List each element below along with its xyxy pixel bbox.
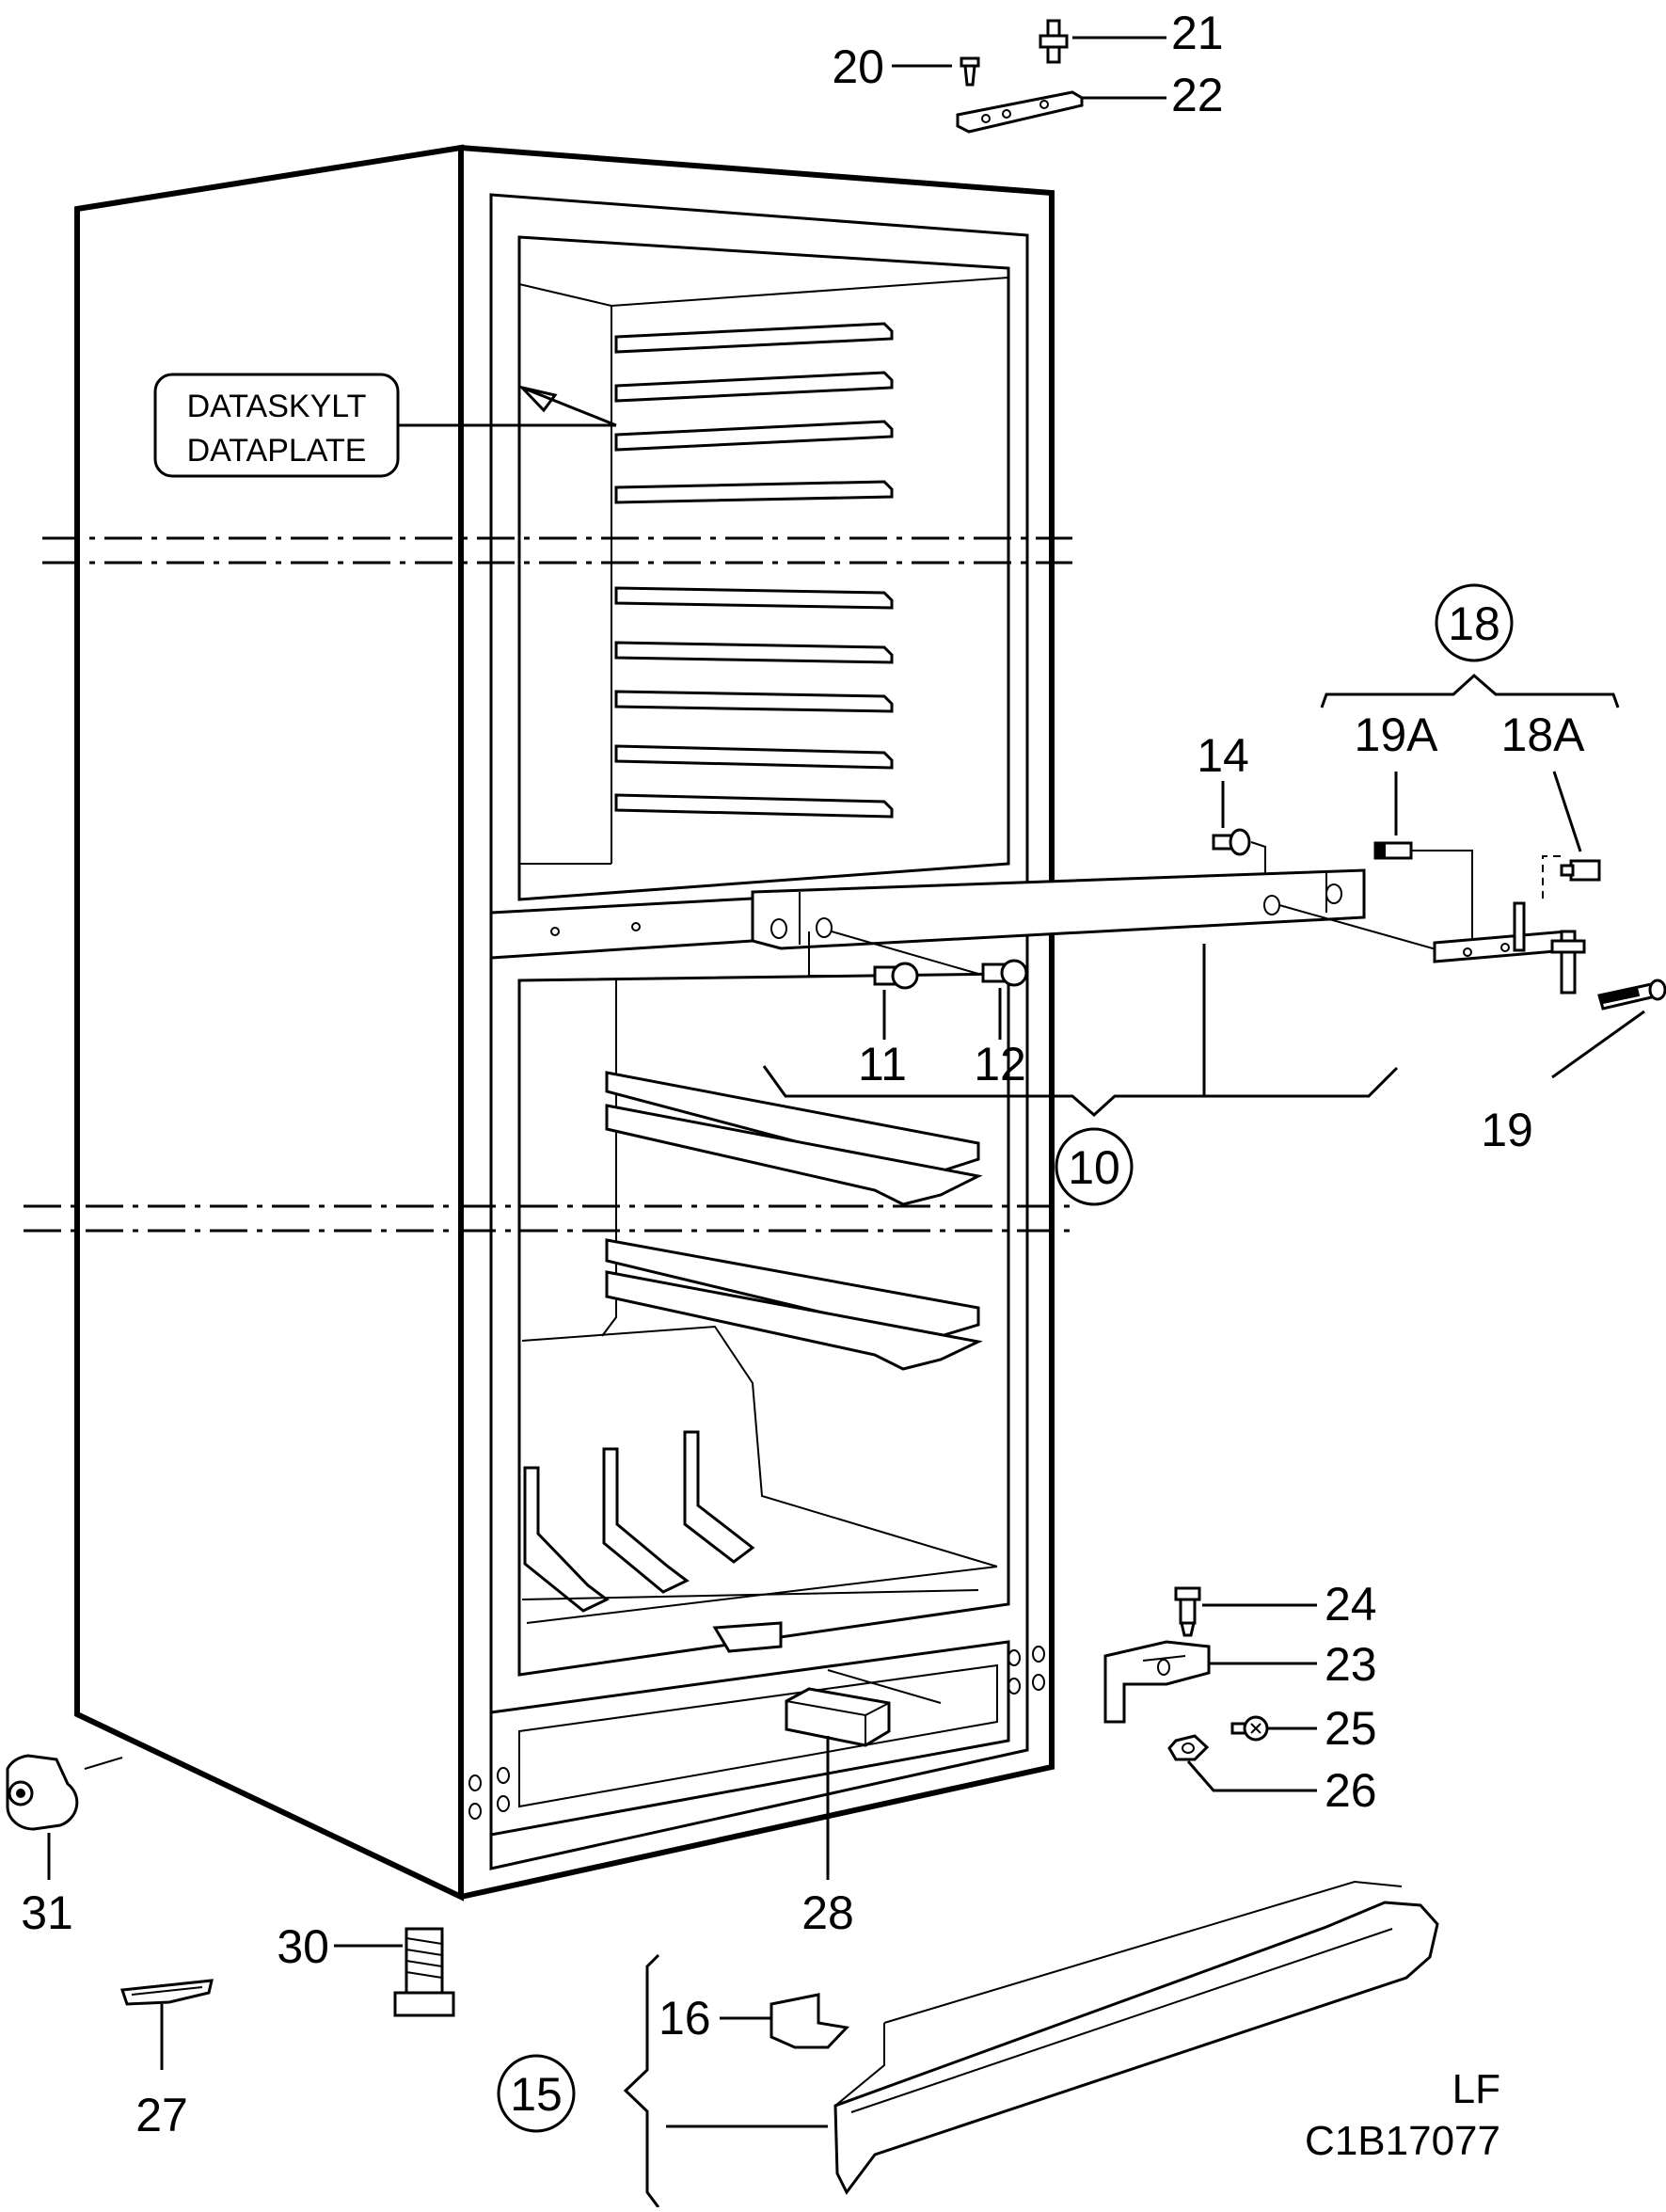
bracket-15 [623,1953,660,2208]
part-number-22: 22 [1171,69,1224,121]
freezer-opening [517,235,1010,901]
part-number-24: 24 [1325,1578,1377,1631]
hinge-bracket-22-icon [956,90,1084,134]
door-shelf-15-icon [833,1901,1439,2195]
foot-31: 31 [6,1754,123,1939]
part-number-12: 12 [974,1038,1026,1090]
hinge-bracket-18-icon [1433,930,1568,963]
divider-strip [489,897,754,960]
part-number-26: 26 [1325,1764,1377,1817]
part-number-15: 15 [510,2068,563,2121]
break-lines [24,536,1072,1233]
pin-24-icon [1179,1598,1197,1625]
block-28-icon [785,1687,891,1747]
cable-tie-27-icon [119,1979,214,2006]
part-number-23: 23 [1325,1638,1377,1691]
part-number-19: 19 [1481,1104,1533,1156]
circle-10 [1055,1127,1134,1206]
part-number-27: 27 [135,2089,188,2141]
part-number-25: 25 [1325,1702,1377,1755]
cabinet-front-inner-frame [489,193,1029,1870]
freezer-shelf-ribs [614,322,894,819]
nut-26-icon [1167,1734,1210,1761]
part-number-11: 11 [858,1038,907,1090]
part-number-10: 10 [1068,1141,1120,1194]
data-plate-arrow-icon [517,385,558,413]
lower-hinge-parts: 24 23 25 26 [1103,1578,1377,1817]
hinge-bracket-23-icon [1103,1640,1211,1724]
part-number-18a: 18A [1501,708,1586,761]
middle-hinge-assembly: 14 11 12 10 1 [751,583,1666,1206]
data-plate-label-line2: DATAPLATE [187,433,367,469]
part-number-20: 20 [832,40,884,93]
circle-15 [497,2054,576,2133]
corner-text-line1: LF [1452,2066,1500,2112]
bolt-30: 30 [277,1920,455,2017]
top-hinge-parts: 20 21 22 [832,7,1224,134]
part-number-14: 14 [1197,729,1249,782]
drain-clip [712,1621,783,1653]
part-number-31: 31 [21,1886,73,1939]
block-28: 28 [785,1687,891,1939]
circle-18 [1435,583,1514,662]
crisper-ribs [521,1430,979,1613]
data-plate-label-line1: DATASKYLT [187,389,367,424]
kick-panel [489,1640,1010,1837]
part-number-30: 30 [277,1920,329,1973]
corner-text-line2: C1B17077 [1305,2118,1500,2164]
cabinet-front-frame [460,145,1055,1900]
pin-18a-icon [1569,859,1601,882]
bracket-18 [1320,673,1620,708]
fridge-shelf-rails [605,1071,983,1371]
part-number-18: 18 [1448,597,1500,650]
door-shelf-15: 16 15 [497,1880,1439,2208]
part-number-19a: 19A [1355,708,1439,761]
clip-16-icon [770,1993,850,2049]
cabinet-body [74,144,1055,1902]
crossbar-10 [751,868,1366,950]
frame-holes [468,1646,1045,1820]
part-number-28: 28 [801,1886,854,1939]
screw-20-icon [960,56,980,68]
cable-tie-27: 27 [119,1979,214,2141]
data-plate-callout: DATASKYLT DATAPLATE [153,373,617,478]
part-number-16: 16 [658,1992,711,2045]
part-number-21: 21 [1171,7,1224,59]
bracket-10 [762,1065,1399,1118]
foot-31-icon [6,1754,79,1831]
